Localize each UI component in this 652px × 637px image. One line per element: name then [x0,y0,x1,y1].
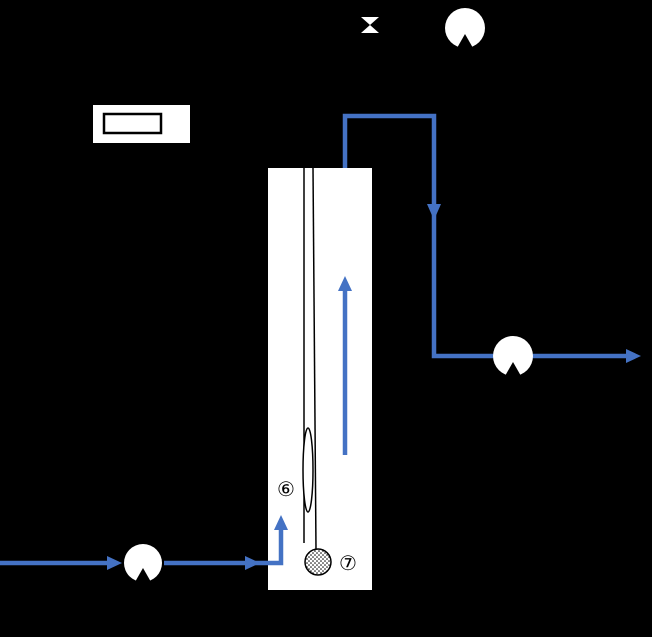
pump-feed-body [124,544,162,582]
feed-line-right [164,522,284,566]
reactor-column [268,168,372,590]
legend-inner-box [102,112,163,135]
pump-top-body [445,8,485,48]
legend-box [93,105,190,143]
label-item-6: ⑥ [277,477,295,501]
outlet-right-arrowhead [626,349,641,363]
riser-flow-arrowhead [338,276,352,291]
valve-top-triangle [361,17,379,25]
outlet-down-arrowhead [427,204,441,220]
sensor-probe-icon [302,427,314,513]
feed-arrowhead-1 [107,556,122,570]
pump-right-notch [505,362,521,376]
pump-right-icon [493,336,533,376]
feed-arrowhead-2 [245,556,260,570]
label-item-7: ⑦ [339,551,357,575]
feed-up-arrowhead [274,515,288,530]
valve-bottom-triangle [361,25,379,33]
pump-feed-notch [135,568,151,582]
pump-top-notch [457,34,473,48]
pump-top-icon [445,8,485,48]
valve-icon [361,17,379,33]
sparger-stone-icon [304,548,332,576]
pump-feed-icon [124,544,162,582]
pump-right-body [493,336,533,376]
probe-line-right [312,167,317,551]
